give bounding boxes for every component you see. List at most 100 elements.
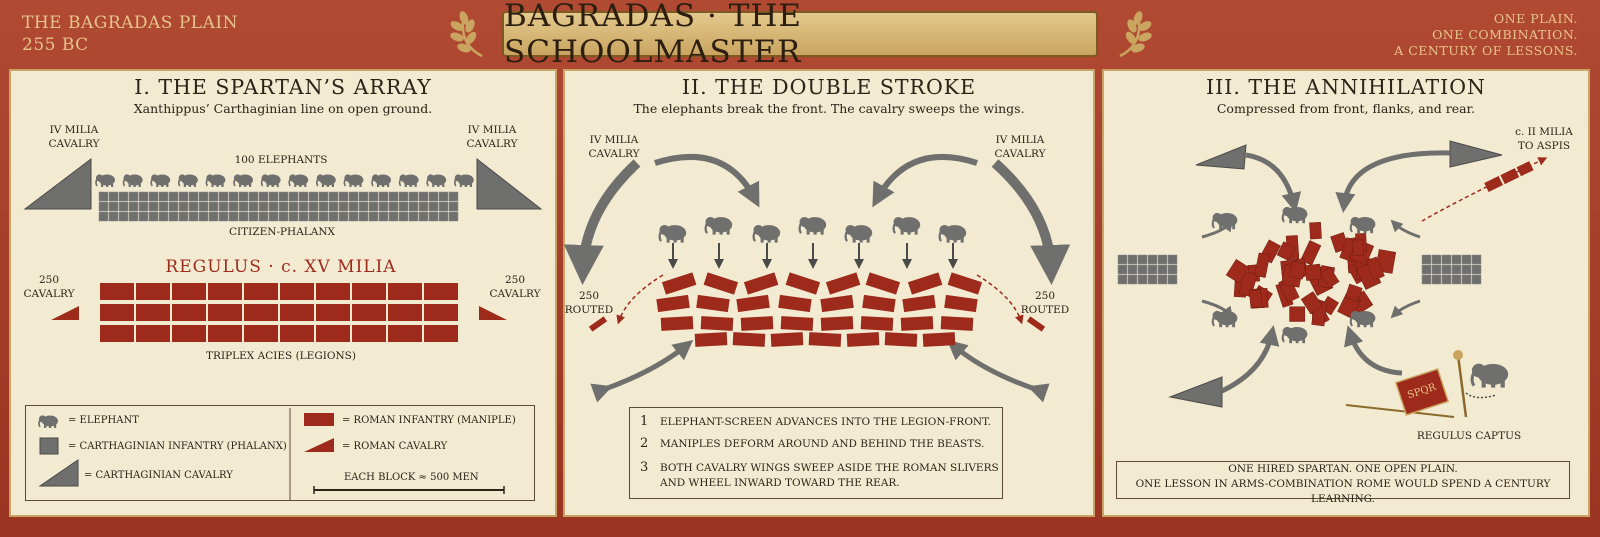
phalanx-block [338, 201, 349, 212]
panel-subtitle: Compressed from front, flanks, and rear. [1216, 101, 1476, 116]
phalanx-block [128, 211, 139, 222]
maniple-block [388, 325, 422, 342]
elephant-advance-arrows [668, 243, 958, 269]
captive-label: REGULUS CAPTUS [1416, 430, 1522, 442]
maniple-block [820, 294, 854, 313]
footer-box: ONE HIRED SPARTAN. ONE OPEN PLAIN. ONE L… [1116, 461, 1570, 505]
phalanx-block [108, 211, 119, 222]
label-line: CAVALRY [994, 148, 1046, 160]
phalanx-block [1441, 254, 1452, 265]
label-line: CAVALRY [23, 288, 75, 300]
elephant-icon [178, 174, 198, 187]
elephant-icon [752, 224, 781, 243]
label-line: IV MILIA [467, 124, 517, 136]
elephant-icon [95, 174, 115, 187]
citizen-phalanx [98, 191, 459, 222]
phalanx-block [1167, 254, 1178, 265]
maniple-block [424, 304, 458, 321]
legend-carthaginian-cavalry-icon [38, 459, 79, 487]
phalanx-block [1117, 254, 1128, 265]
phalanx-block [98, 211, 109, 222]
phalanx-block [198, 211, 209, 222]
phalanx-block [178, 191, 189, 202]
header-left: THE BAGRADAS PLAIN 255 BC [22, 12, 238, 56]
legend-maniple: = ROMAN INFANTRY (MANIPLE) [342, 415, 516, 426]
elephant-icon [892, 216, 921, 235]
phalanx-block [328, 191, 339, 202]
panel-title: II. THE DOUBLE STROKE [681, 75, 977, 99]
phalanx-block [1137, 254, 1148, 265]
elephant-icon [454, 174, 474, 187]
step-text: AND WHEEL INWARD TOWARD THE REAR. [660, 477, 900, 489]
phalanx-block [328, 211, 339, 222]
elephant-icon [1281, 206, 1308, 224]
maniple-block [743, 272, 779, 295]
phalanx-block [438, 201, 449, 212]
cavalry-wedge-nw [1195, 144, 1247, 170]
elephant-icon [150, 174, 171, 187]
phalanx-block [258, 191, 269, 202]
step-number: 3 [640, 460, 649, 475]
phalanx-label: CITIZEN-PHALANX [228, 226, 336, 238]
legend-phalanx: = CARTHAGINIAN INFANTRY (PHALANX) [68, 441, 287, 452]
maniple-block [280, 304, 314, 321]
phalanx-block [258, 201, 269, 212]
routed-label-right: 250 ROUTED [1019, 289, 1071, 317]
panel2-diagram [563, 154, 1071, 403]
phalanx-block [1441, 264, 1452, 275]
maniple-block [316, 325, 350, 342]
phalanx-block [178, 211, 189, 222]
footer-line: ONE HIRED SPARTAN. ONE OPEN PLAIN. [1228, 463, 1458, 475]
rear-wheel-right [946, 339, 1050, 403]
phalanx-block [428, 211, 439, 222]
footer-line: ONE LESSON IN ARMS-COMBINATION ROME WOUL… [1135, 478, 1551, 505]
panel-title: III. THE ANNIHILATION [1206, 75, 1486, 99]
maniple-block [100, 283, 134, 300]
phalanx-block [438, 191, 449, 202]
phalanx-block [1431, 264, 1442, 275]
phalanx-block [248, 201, 259, 212]
steps-box: 1 ELEPHANT-SCREEN ADVANCES INTO THE LEGI… [629, 407, 1003, 499]
phalanx-block [108, 201, 119, 212]
motto-line: ONE COMBINATION. [1432, 27, 1578, 42]
maniple-block [136, 304, 170, 321]
phalanx-block [198, 191, 209, 202]
cavalry-sweep-left [563, 159, 641, 285]
maniple-block [100, 304, 134, 321]
phalanx-block [308, 211, 319, 222]
phalanx-block [448, 191, 459, 202]
phalanx-block [408, 191, 419, 202]
maniple-block [902, 294, 936, 313]
maniple-block [244, 325, 278, 342]
legend-scale: EACH BLOCK ≈ 500 MEN [344, 472, 479, 483]
phalanx-block [208, 201, 219, 212]
elephant-icon [398, 174, 419, 187]
phalanx-block [288, 211, 299, 222]
phalanx-block [108, 191, 119, 202]
maniple-block [352, 283, 386, 300]
phalanx-block [238, 201, 249, 212]
maniple-block [740, 316, 774, 331]
maniple-fragment [1309, 221, 1322, 240]
maniple-block [136, 325, 170, 342]
phalanx-block [278, 191, 289, 202]
phalanx-block [268, 211, 279, 222]
phalanx-block [238, 211, 249, 222]
phalanx-block [218, 201, 229, 212]
phalanx-block [368, 191, 379, 202]
maniple-block [940, 316, 974, 331]
phalanx-block [1147, 264, 1158, 275]
maniple-block [770, 332, 804, 347]
legend-maniple-icon [304, 413, 334, 426]
elephant-icon [1349, 310, 1376, 328]
phalanx-block [1431, 254, 1442, 265]
maniple-fragment [1319, 266, 1340, 289]
maniple-block [785, 272, 821, 295]
laurel-right-icon [1119, 11, 1152, 58]
phalanx-block [168, 191, 179, 202]
elephant-icon [371, 174, 391, 187]
label-line: IV MILIA [995, 134, 1045, 146]
phalanx-block [408, 201, 419, 212]
phalanx-block [1167, 264, 1178, 275]
phalanx-block [288, 201, 299, 212]
